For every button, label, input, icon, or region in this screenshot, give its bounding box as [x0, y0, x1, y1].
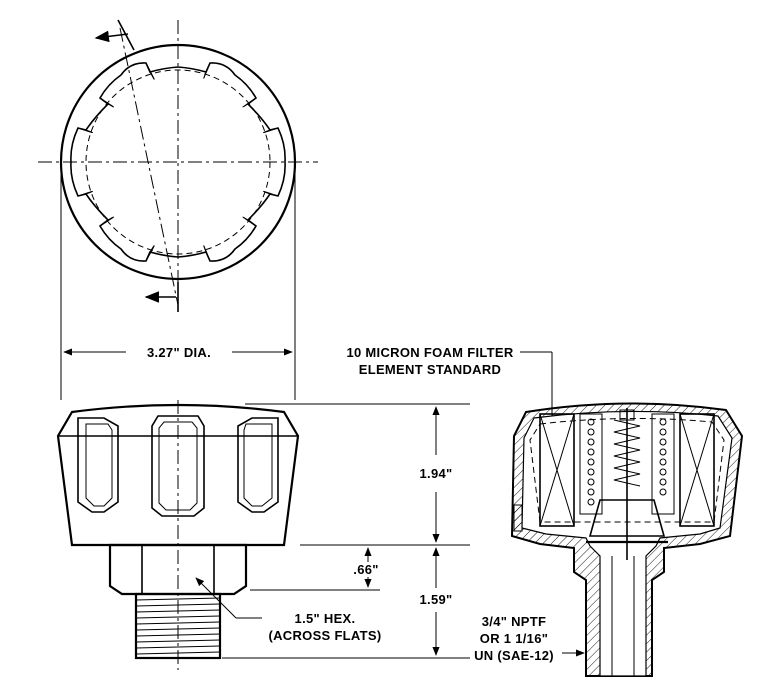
thread-label-line1: 3/4" NPTF: [482, 614, 547, 629]
top-view-inner-lobes: [77, 62, 279, 262]
height-bottom-label: 1.59": [420, 592, 453, 607]
side-view-cap-outline: [56, 403, 300, 547]
hex-callout: 1.5" HEX. (ACROSS FLATS): [195, 577, 381, 643]
perforated-tube-left: [579, 413, 603, 515]
height-hex-label: .66": [353, 562, 378, 577]
diameter-dimension: 3.27" DIA.: [60, 162, 296, 400]
diameter-label: 3.27" DIA.: [147, 345, 211, 360]
set-screw: [513, 504, 523, 532]
foam-filter-right: [679, 413, 715, 527]
section-view: [510, 402, 744, 677]
hex-label-line2: (ACROSS FLATS): [268, 628, 381, 643]
top-view-knurled-rim: [70, 62, 286, 262]
perforated-tube-right: [651, 413, 675, 515]
side-view-slot-left: [77, 417, 119, 513]
top-view: [38, 19, 318, 312]
center-spring: [613, 408, 641, 560]
side-view-slot-right: [237, 417, 279, 513]
foam-filter-left: [539, 413, 575, 527]
side-view-slot-center: [151, 415, 205, 517]
filter-label-line2: ELEMENT STANDARD: [359, 362, 502, 377]
thread-label-line2: OR 1 1/16": [480, 631, 548, 646]
filter-label-line1: 10 MICRON FOAM FILTER: [346, 345, 513, 360]
thread-label-line3: UN (SAE-12): [474, 648, 554, 663]
section-cut-line: [119, 27, 179, 306]
vertical-dimensions: 1.94" 1.59" .66": [222, 403, 470, 659]
height-top-label: 1.94": [420, 466, 453, 481]
filter-callout: 10 MICRON FOAM FILTER ELEMENT STANDARD: [346, 345, 556, 443]
valve-cone: [588, 499, 666, 537]
thread-callout: 3/4" NPTF OR 1 1/16" UN (SAE-12): [474, 614, 585, 663]
side-view: [56, 400, 300, 670]
section-tick-top: [117, 19, 135, 51]
side-view-hex-body: [108, 543, 248, 596]
section-arrow-top: [94, 30, 129, 43]
hex-label-line1: 1.5" HEX.: [295, 611, 356, 626]
